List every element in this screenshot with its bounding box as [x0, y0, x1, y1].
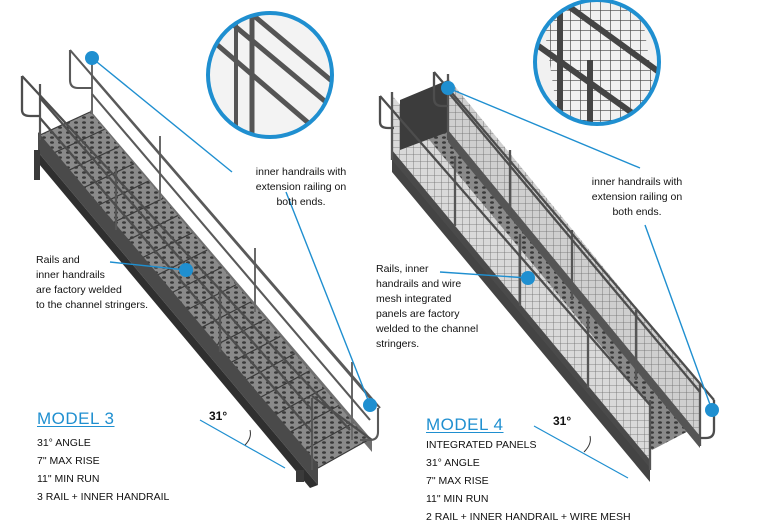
- model4-callout-side-line: Rails, inner: [376, 263, 429, 275]
- model3-callout-top: inner handrails with extension railing o…: [238, 165, 364, 210]
- tread-edge: [186, 284, 237, 311]
- model3-spec-item: 11" MIN RUN: [37, 473, 100, 485]
- tread-edge: [244, 353, 296, 381]
- model4-zoom-detail: [533, 0, 661, 126]
- model3-title: MODEL 3: [37, 409, 115, 428]
- model3-zoom-detail: [206, 11, 334, 139]
- model3-callout-side: Rails and inner handrails are factory we…: [36, 253, 148, 313]
- model3-callout-side-line: are factory welded: [36, 284, 122, 296]
- tread-edge: [215, 318, 266, 346]
- model3-callout-side-line: Rails and: [36, 254, 80, 266]
- model4-title: MODEL 4: [426, 415, 504, 434]
- model3-callout-side-line: inner handrails: [36, 269, 105, 281]
- model3-callout-top-line: both ends.: [276, 196, 326, 208]
- model4-spec-item: 31° ANGLE: [426, 457, 480, 469]
- model3-callout-top-line: extension railing on: [255, 181, 347, 193]
- model4-specs: INTEGRATED PANELS 31° ANGLE 7" MAX RISE …: [426, 436, 631, 523]
- model4-callout-lines: [439, 87, 713, 411]
- model3-dot-top: [85, 51, 99, 65]
- tread-edge: [317, 439, 369, 469]
- model4-callout-top-line: extension railing on: [591, 191, 683, 203]
- model4-callout-side-line: handrails and wire: [376, 278, 462, 290]
- model3-angle-label: 31°: [209, 409, 228, 423]
- model3-callout-top-line: inner handrails with: [255, 166, 347, 178]
- model4-dot-mid: [521, 271, 535, 285]
- model3-stair: [20, 49, 381, 488]
- model4-callout-side-line: panels are factory: [376, 308, 460, 320]
- model4-callout-top-line: both ends.: [612, 206, 662, 218]
- model3-spec-item: 3 RAIL + INNER HANDRAIL: [37, 491, 170, 503]
- model4-callout-side-line: mesh integrated: [376, 293, 452, 305]
- model4-spec-item: 7" MAX RISE: [426, 475, 489, 487]
- model4-dot-top: [441, 81, 455, 95]
- model4-dot-end: [705, 403, 719, 417]
- model3-dot-end: [363, 398, 377, 412]
- tread-edge: [171, 266, 222, 294]
- model3-callout-lines: [91, 57, 371, 406]
- model3-specs: 31° ANGLE 7" MAX RISE 11" MIN RUN 3 RAIL…: [37, 434, 169, 506]
- model4-callout-side-line: stringers.: [376, 338, 420, 350]
- model4-callout-side-line: welded to the channel: [376, 323, 479, 335]
- model4-spec-item: 2 RAIL + INNER HANDRAIL + WIRE MESH: [426, 511, 631, 523]
- tread-edge: [259, 370, 310, 399]
- model4-spec-item: 11" MIN RUN: [426, 493, 489, 505]
- model4-callout-top: inner handrails with extension railing o…: [584, 175, 690, 220]
- tread-edge: [200, 301, 252, 329]
- tread-edge: [229, 335, 281, 364]
- model4-angle-label: 31°: [553, 414, 572, 428]
- tread-edge: [54, 128, 105, 154]
- model4-callout-top-line: inner handrails with: [591, 176, 683, 188]
- model3-spec-item: 31° ANGLE: [37, 437, 91, 449]
- model3-spec-item: 7" MAX RISE: [37, 455, 100, 467]
- tread-edge: [69, 145, 120, 171]
- model3-callout-side-line: to the channel stringers.: [36, 299, 149, 311]
- model4-spec-item: INTEGRATED PANELS: [426, 439, 537, 451]
- model3-dot-mid: [179, 263, 193, 277]
- model4-callout-side: Rails, inner handrails and wire mesh int…: [376, 262, 478, 352]
